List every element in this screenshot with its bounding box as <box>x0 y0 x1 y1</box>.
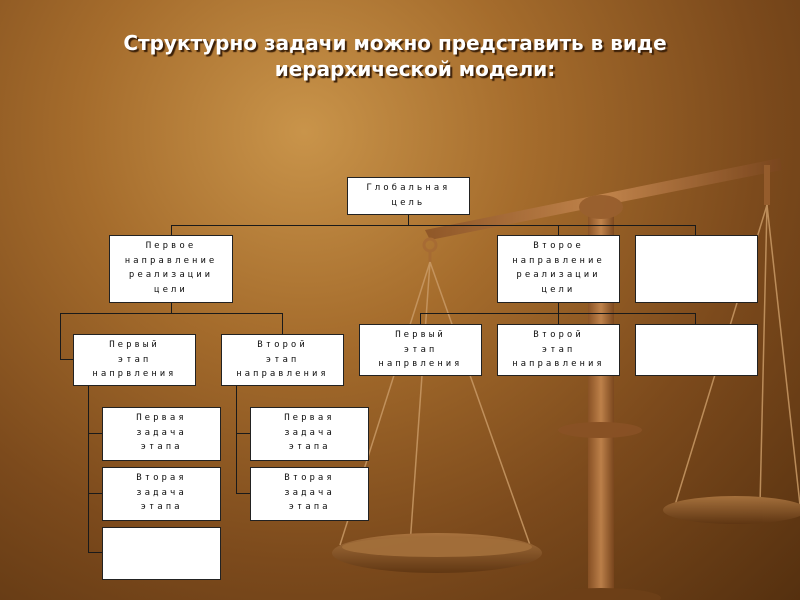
connector-root-down <box>408 215 409 226</box>
connector-d1s1-task1-arm <box>88 433 103 434</box>
connector-d2-stage1-up <box>420 313 421 324</box>
connector-d1s1-trunk <box>88 386 89 553</box>
connector-direction1-down <box>171 303 172 314</box>
connector-level2-left-drop <box>60 313 61 360</box>
node-d1s1-task-1: Первая задача этапа <box>102 407 221 461</box>
connector-d1s2-task2-arm <box>236 493 251 494</box>
node-d1s2-task-1: Первая задача этапа <box>250 407 369 461</box>
slide-title-line-1: Структурно задачи можно представить в ви… <box>123 31 667 55</box>
connector-d1s2-trunk <box>236 386 237 494</box>
connector-blank-right-up <box>695 225 696 236</box>
node-d1s2-task-2: Вторая задача этапа <box>250 467 369 521</box>
node-direction-1: Первое направление реализации цели <box>109 235 233 303</box>
node-d1s1-task-2: Вторая задача этапа <box>102 467 221 521</box>
connector-direction2-down <box>558 303 559 314</box>
node-d2-stage-1: Первый этап напрвления <box>359 324 482 376</box>
slide-title: Структурно задачи можно представить в ви… <box>0 30 800 82</box>
connector-d1s1-task2-arm <box>88 493 103 494</box>
connector-level2-left-arm <box>60 359 74 360</box>
connector-direction2-up <box>558 225 559 236</box>
connector-level1-bus <box>171 225 696 226</box>
connector-direction1-up <box>171 225 172 236</box>
node-d1-stage-1: Первый этап напрвления <box>73 334 196 386</box>
node-blank-mid-right <box>635 324 758 376</box>
connector-d1-stage2-up <box>282 313 283 334</box>
node-global-goal: Глобальная цель <box>347 177 470 215</box>
node-direction-2: Второе направление реализации цели <box>497 235 620 303</box>
connector-blank-mid-up <box>695 313 696 324</box>
node-d2-stage-2: Второй этап направления <box>497 324 620 376</box>
connector-d2-stage2-up <box>558 313 559 324</box>
connector-d1s1-task3-arm <box>88 552 103 553</box>
node-blank-top-right <box>635 235 758 303</box>
node-d1s1-task-blank <box>102 527 221 580</box>
node-d1-stage-2: Второй этап направления <box>221 334 344 386</box>
slide-title-line-2: иерархической модели: <box>274 57 556 81</box>
connector-level2-left-bus <box>60 313 283 314</box>
connector-d1s2-task1-arm <box>236 433 251 434</box>
